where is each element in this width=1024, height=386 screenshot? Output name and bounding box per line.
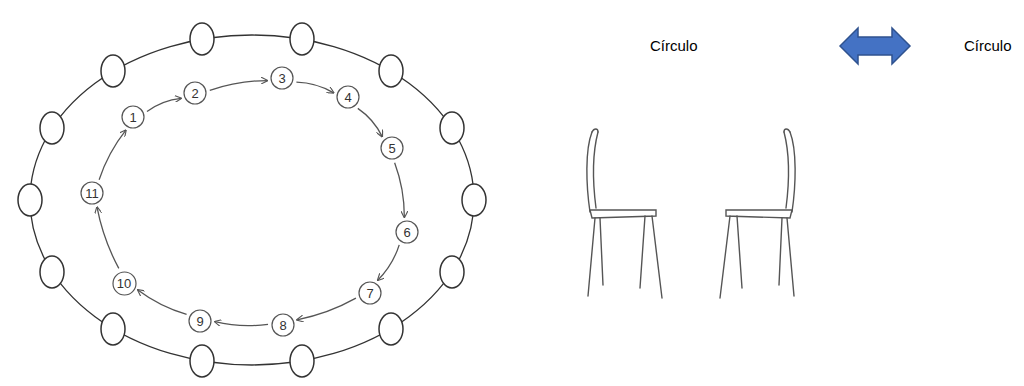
outer-circle [190, 345, 214, 377]
circle-number: 1 [129, 111, 136, 124]
numbered-circle: 5 [380, 136, 404, 160]
numbered-circle: 4 [336, 85, 360, 109]
numbered-circle: 6 [395, 220, 419, 244]
chair-back [784, 129, 790, 132]
numbered-circle: 8 [271, 313, 295, 337]
circle-outline [113, 272, 136, 295]
chair-leg [600, 218, 603, 285]
sequence-arrow [378, 245, 399, 280]
chair-leg [779, 218, 782, 285]
circle-number: 6 [403, 226, 410, 239]
circle-outline [396, 221, 418, 243]
numbered-circle: 3 [270, 66, 294, 90]
chair-drawing [720, 129, 795, 298]
chair-seat [590, 210, 656, 218]
chair-leg [588, 218, 595, 296]
circle-number: 8 [279, 319, 286, 332]
numbered-circle: 1 [121, 105, 145, 129]
outer-circle [440, 256, 464, 288]
circle-outline [337, 86, 359, 108]
double-block-arrow [840, 28, 910, 64]
chair-leg [652, 216, 662, 298]
circle-number: 3 [278, 72, 285, 85]
outer-ring [30, 35, 474, 365]
sequence-arrow [296, 82, 333, 93]
outer-circles [18, 23, 486, 377]
chair-leg [737, 216, 742, 288]
numbered-circle: 11 [80, 181, 104, 205]
sequence-arrow [97, 207, 119, 268]
chair-back [592, 129, 598, 132]
circle-number: 11 [85, 187, 99, 200]
outer-circle [379, 313, 403, 345]
sequence-arrow [99, 130, 126, 180]
sequence-arrow [138, 290, 187, 314]
outer-circle [40, 256, 64, 288]
outer-circle [440, 112, 464, 144]
sequence-arrow [147, 98, 181, 111]
numbered-circle: 9 [188, 309, 212, 333]
circle-number: 9 [196, 315, 203, 328]
sequence-arrow [215, 322, 268, 326]
sequence-arrow [210, 81, 267, 91]
outer-circle [101, 313, 125, 345]
circle-label: Círculo [650, 37, 698, 54]
outer-circle [290, 23, 314, 55]
outer-circle [190, 23, 214, 55]
circle-number: 7 [366, 287, 373, 300]
chair-drawing [587, 129, 662, 298]
circle-outline [122, 106, 144, 128]
chair-leg [787, 218, 794, 296]
sequence-arrow [297, 298, 356, 320]
circle-outline [81, 182, 103, 204]
numbered-circle: 10 [112, 271, 137, 296]
circle-outline [184, 82, 206, 104]
sequence-arrow [395, 163, 405, 217]
circle-label: Círculo [964, 37, 1012, 54]
chair-back [790, 132, 795, 212]
outer-circle [101, 55, 125, 87]
chair-seat [726, 210, 792, 218]
outer-circle [290, 345, 314, 377]
circle-number: 10 [117, 277, 131, 290]
circle-outline [272, 314, 294, 336]
outer-circle [18, 184, 42, 216]
chair-leg [640, 216, 645, 288]
outer-circle [40, 112, 64, 144]
circle-outline [189, 310, 211, 332]
chair-leg [720, 216, 730, 298]
chair-back [594, 132, 598, 208]
chair-back [587, 132, 592, 212]
sequence-arrow [358, 108, 382, 136]
circle-number: 4 [344, 91, 351, 104]
chair-back [784, 132, 788, 208]
numbered-circle: 7 [358, 281, 382, 305]
circle-outline [271, 67, 293, 89]
circle-number: 5 [388, 142, 395, 155]
outer-circle [379, 55, 403, 87]
numbered-circle: 2 [183, 81, 207, 105]
circle-outline [381, 137, 403, 159]
circle-outline [359, 282, 381, 304]
outer-circle [462, 184, 486, 216]
circle-number: 2 [191, 87, 198, 100]
